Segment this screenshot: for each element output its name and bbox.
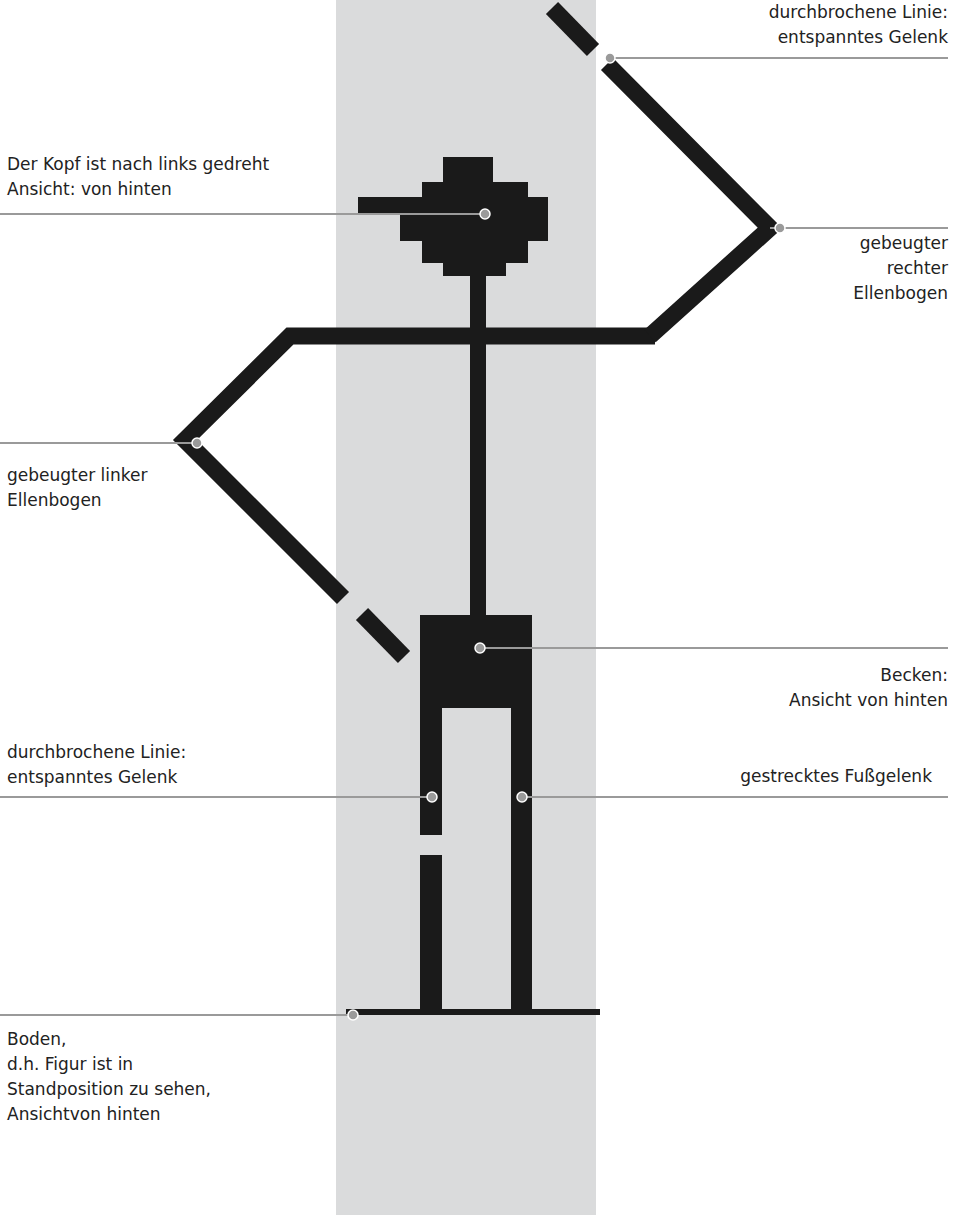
label-line: gebeugter (853, 231, 948, 256)
label-line: Standposition zu sehen, (7, 1077, 211, 1102)
label-line: Ansicht von hinten (789, 688, 948, 713)
leader-dots (192, 53, 785, 1020)
annotation-label: gebeugter rechter Ellenbogen (853, 231, 948, 306)
label-line: entspanntes Gelenk (769, 25, 948, 50)
label-line: durchbrochene Linie: (769, 0, 948, 25)
right-hand (552, 8, 593, 50)
label-line: Ellenbogen (7, 488, 148, 513)
annotation-label: durchbrochene Linie: entspanntes Gelenk (769, 0, 948, 50)
label-line: Becken: (789, 663, 948, 688)
annotation-label: gestrecktes Fußgelenk (740, 764, 932, 789)
label-line: entspanntes Gelenk (7, 765, 186, 790)
label-line: rechter (853, 256, 948, 281)
annotation-label: Becken: Ansicht von hinten (789, 663, 948, 713)
left-arm (185, 336, 655, 598)
floor (346, 1009, 600, 1015)
right-leg (511, 706, 532, 1010)
label-line: Der Kopf ist nach links gedreht (7, 152, 269, 177)
annotation-label: gebeugter linker Ellenbogen (7, 463, 148, 513)
gray-band (336, 0, 596, 1215)
label-line: gebeugter linker (7, 463, 148, 488)
head (358, 157, 548, 276)
label-line: Boden, (7, 1027, 211, 1052)
annotation-label: Boden, d.h. Figur ist in Standposition z… (7, 1027, 211, 1127)
label-line: d.h. Figur ist in (7, 1052, 211, 1077)
pelvis (420, 615, 532, 708)
leader-lines (0, 58, 948, 1015)
annotation-label: Der Kopf ist nach links gedreht Ansicht:… (7, 152, 269, 202)
label-line: durchbrochene Linie: (7, 740, 186, 765)
left-leg (420, 706, 442, 835)
label-line: Ansichtvon hinten (7, 1102, 211, 1127)
label-line: Ansicht: von hinten (7, 177, 269, 202)
left-foot (420, 855, 442, 1010)
label-line: Ellenbogen (853, 281, 948, 306)
annotation-label: durchbrochene Linie: entspanntes Gelenk (7, 740, 186, 790)
left-hand (362, 614, 404, 657)
spine (470, 270, 486, 620)
right-arm (607, 64, 770, 336)
